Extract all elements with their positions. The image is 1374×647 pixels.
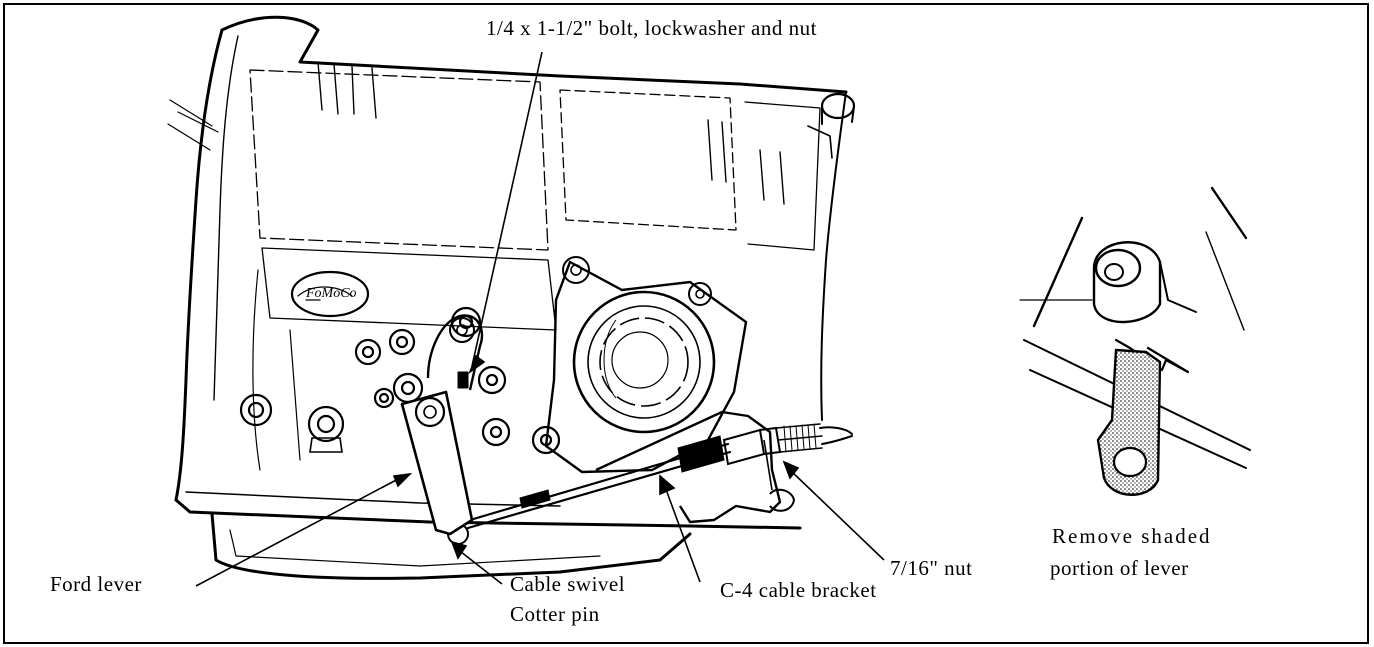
cotter-pin-label: Cotter pin [510, 602, 600, 626]
remove-shaded-label: Remove shaded [1052, 524, 1212, 548]
bolt-label: 1/4 x 1-1/2" bolt, lockwasher and nut [486, 16, 817, 40]
leader-lines [195, 51, 885, 587]
cable-bracket-art [595, 410, 795, 524]
rear-seal-housing [544, 256, 748, 474]
portion-of-lever-label: portion of lever [1050, 556, 1189, 580]
lever-detail-inset [1019, 186, 1251, 496]
nut-label: 7/16" nut [890, 556, 973, 580]
cable-bracket-label: C-4 cable bracket [720, 578, 877, 602]
cable-swivel-label: Cable swivel [510, 572, 626, 596]
ford-logo: FoMoCo [306, 286, 357, 301]
transmission-housing [167, 15, 856, 580]
ford-lever-art [400, 314, 484, 536]
ford-lever-label: Ford lever [50, 572, 142, 596]
housing-bolts [239, 306, 561, 455]
